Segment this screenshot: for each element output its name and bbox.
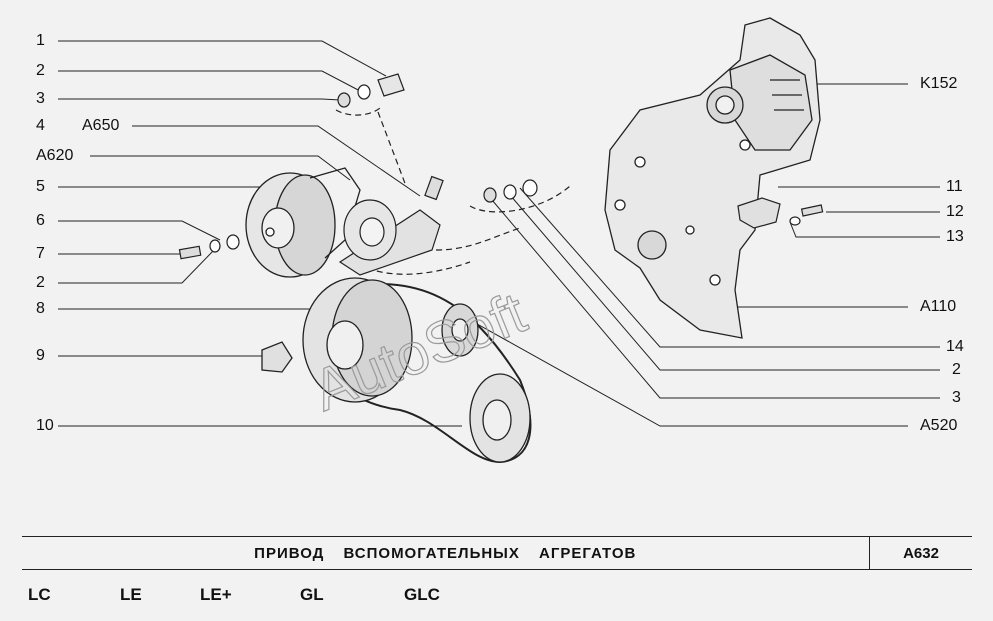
callout-7: 7 <box>36 245 45 262</box>
callout-5: 5 <box>36 178 45 195</box>
callout-10: 10 <box>36 417 54 434</box>
sensor-assembly <box>737 197 824 229</box>
callout-a650: A650 <box>82 117 120 134</box>
callout-a620: A620 <box>36 147 74 164</box>
callout-a110: A110 <box>920 298 957 315</box>
callout-14: 14 <box>946 338 964 355</box>
callout-13: 13 <box>946 228 964 245</box>
callout-8: 8 <box>36 300 45 317</box>
variant-le: LE <box>120 585 142 604</box>
callout-12: 12 <box>946 203 964 220</box>
callout-4: 4 <box>36 117 45 134</box>
variant-lc: LC <box>28 585 51 604</box>
crankshaft-pulley <box>261 277 532 464</box>
title-divider <box>868 537 870 569</box>
fasteners-top <box>178 73 538 260</box>
callout-2: 2 <box>36 62 45 79</box>
callout-1: 1 <box>36 32 45 49</box>
callout-9: 9 <box>36 347 45 364</box>
diagram-title: ПРИВОД ВСПОМОГАТЕЛЬНЫХ АГРЕГАТОВ <box>254 544 637 562</box>
callout-2-lower: 2 <box>36 274 45 291</box>
title-bar: ПРИВОД ВСПОМОГАТЕЛЬНЫХ АГРЕГАТОВ A632 <box>22 536 972 570</box>
engine-cover <box>604 17 821 339</box>
tensioner <box>338 175 444 276</box>
callout-11: 11 <box>946 178 963 195</box>
callout-3: 3 <box>36 90 45 107</box>
leader-lines <box>58 40 940 427</box>
variant-gl: GL <box>300 585 324 604</box>
pump-pulley <box>245 167 361 278</box>
variant-glc: GLC <box>404 585 440 604</box>
variant-le-plus: LE+ <box>200 585 232 604</box>
diagram-code: A632 <box>903 544 939 562</box>
callout-3-right: 3 <box>952 389 961 406</box>
callout-a520: A520 <box>920 417 958 434</box>
callout-k152: K152 <box>920 75 958 92</box>
callout-6: 6 <box>36 212 45 229</box>
callout-2-right: 2 <box>952 361 961 378</box>
